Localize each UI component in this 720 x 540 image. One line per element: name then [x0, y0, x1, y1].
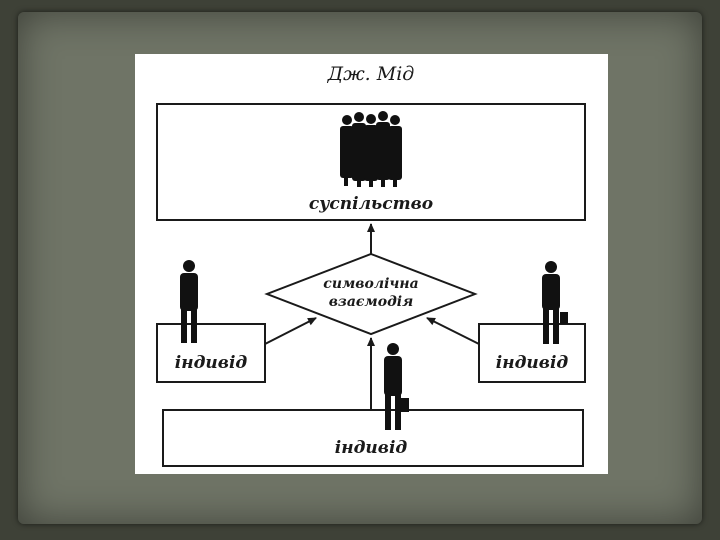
mead-diagram: Дж. Мід суспільство символічна взаємодія: [156, 63, 586, 467]
arrow-right-to-diamond: [426, 317, 480, 345]
left-person-icon: [180, 260, 198, 343]
left-individual-box: [156, 323, 266, 383]
diagram-paper: Дж. Мід суспільство символічна взаємодія: [135, 54, 608, 474]
society-label: суспільство: [309, 194, 433, 214]
right-individual-label: індивід: [496, 353, 569, 373]
arrow-left-to-diamond: [264, 317, 317, 345]
bottom-individual-box: [162, 409, 584, 467]
right-individual-box: [478, 323, 586, 383]
interaction-label-2: взаємодія: [329, 294, 414, 310]
left-individual-label: індивід: [175, 353, 248, 373]
interaction-label-1: символічна: [323, 276, 418, 292]
bottom-person-icon: [384, 343, 409, 430]
diagram-title: Дж. Мід: [327, 63, 415, 85]
society-box: [156, 103, 586, 221]
interaction-diamond: [264, 252, 478, 336]
right-person-icon: [542, 261, 568, 344]
bottom-individual-label: індивід: [335, 438, 408, 458]
crowd-icon: [340, 111, 402, 187]
